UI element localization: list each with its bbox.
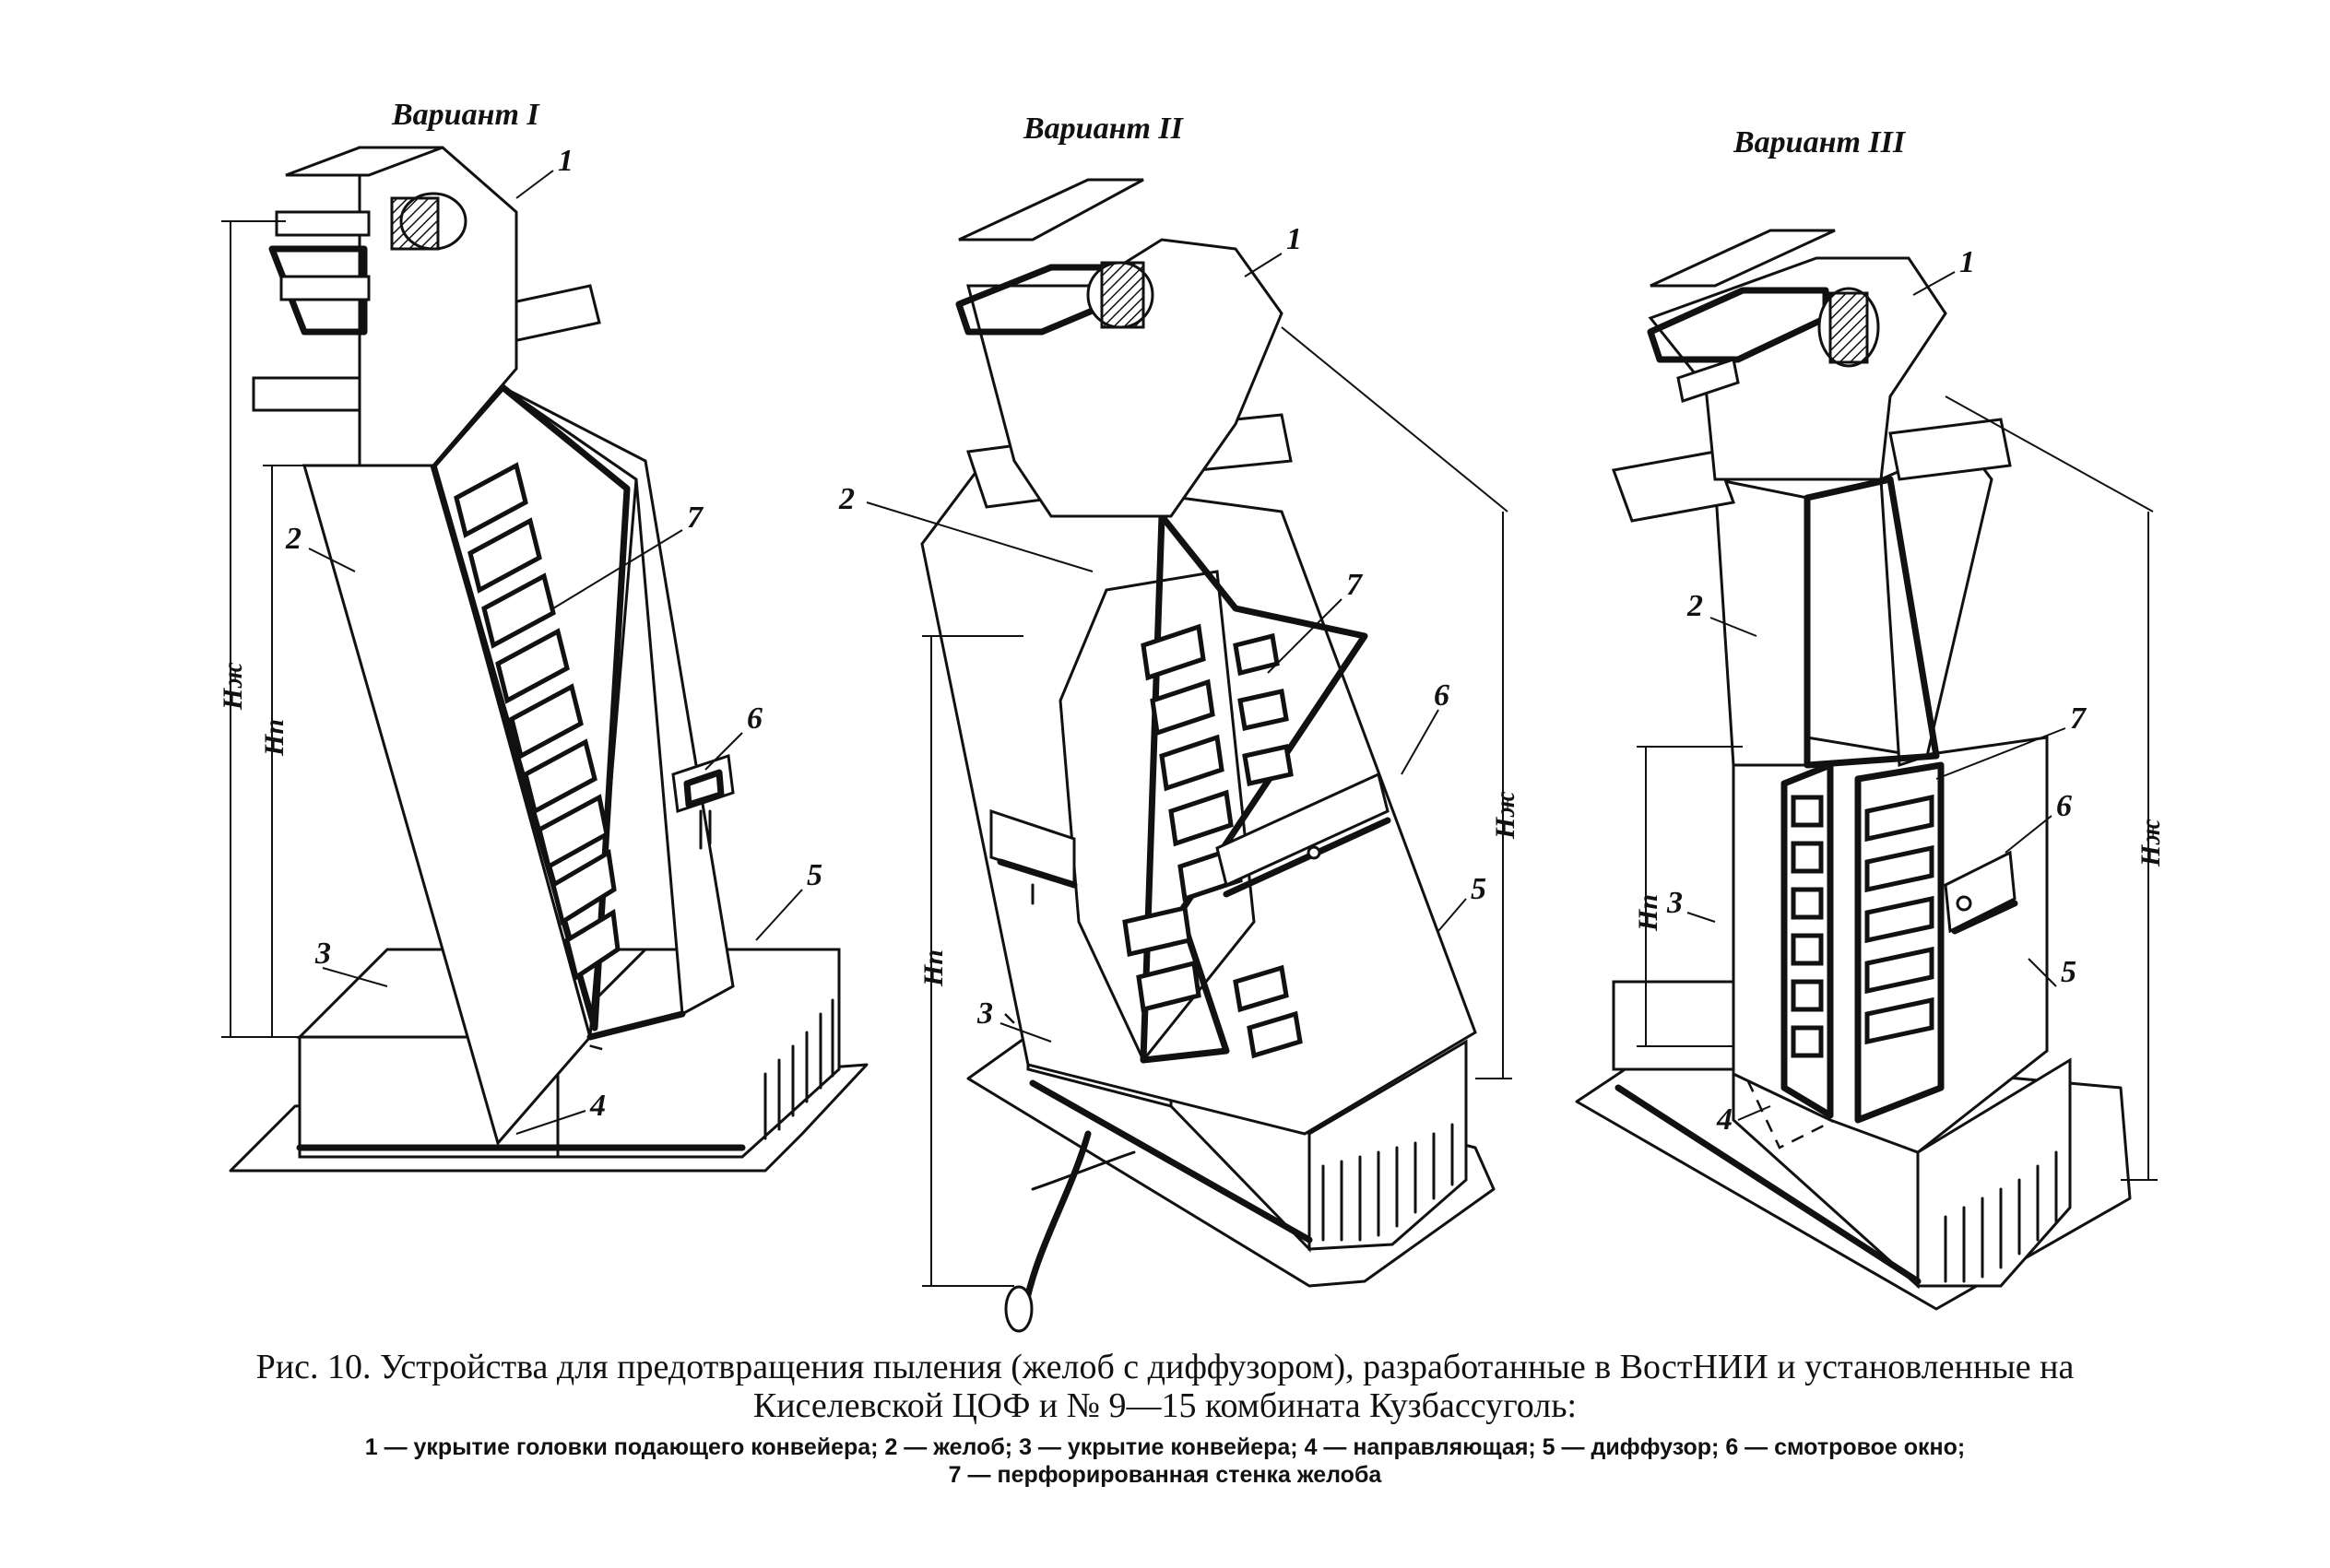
v3-head-top: [1650, 229, 1836, 288]
v1-head-shelf-left: [252, 376, 361, 412]
v1-diffuser-bottom: [586, 1010, 686, 1041]
v1-head-top: [285, 146, 444, 177]
v1-grille: [763, 998, 834, 1140]
v3-conveyor-cover-side: [1916, 1057, 2072, 1288]
v1-label-4: 4: [589, 1089, 606, 1123]
v2-belt-edge: [1029, 1079, 1313, 1244]
v3-dimension-lines: [1637, 395, 2158, 1181]
variant-3-drawing: Вариант III: [1575, 125, 2166, 1311]
v1-label-7: 7: [687, 501, 704, 535]
variant-2-title: Вариант II: [1023, 112, 1185, 146]
v3-perforated-wall-left: [1780, 761, 1834, 1119]
v2-dimension-lines: [922, 326, 1512, 1287]
v3-head-shelf-right: [1888, 418, 2012, 481]
variant-1-title: Вариант I: [391, 98, 540, 132]
v2-label-2: 2: [838, 482, 855, 516]
v2-hose-nozzle: [1004, 1285, 1034, 1333]
v3-chute-upper-side: [1879, 441, 1993, 768]
v2-drum-icon: [1086, 261, 1154, 329]
v1-perforation-slots: [454, 462, 621, 982]
v2-hose: [1020, 1130, 1092, 1322]
v1-dim-height-chute: Нж: [218, 662, 248, 711]
v2-observation-window-left: [989, 808, 1078, 905]
v1-dim-height-pit: Нп: [259, 719, 290, 757]
v1-floor-plate: [229, 1063, 869, 1173]
v3-label-5: 5: [2061, 955, 2076, 989]
v1-label-5: 5: [807, 858, 822, 892]
v3-dim-height-pit: Нп: [1633, 894, 1663, 932]
v1-label-6: 6: [747, 701, 763, 736]
v3-perforation-slots: [1791, 794, 1934, 1058]
v3-label-2: 2: [1686, 589, 1703, 623]
legend-line-1: 1 — укрытие головки подающего конвейера;…: [364, 1434, 1966, 1460]
v2-hose-branch: [1031, 1150, 1136, 1191]
v3-grille: [1944, 1150, 2058, 1283]
v1-conveyor-end: [275, 210, 371, 237]
variant-3-title: Вариант III: [1733, 125, 1907, 159]
v3-drum-icon: [1817, 287, 1880, 368]
variant-1-drawing: Вариант I: [218, 98, 869, 1173]
v2-dim-height-pit: Нп: [918, 949, 949, 987]
v2-label-5: 5: [1471, 872, 1486, 906]
figure-caption: Рис. 10. Устройства для предотвращения п…: [0, 1348, 2330, 1425]
v2-conveyor-cover-side: [1307, 1039, 1468, 1251]
v1-diffuser: [502, 385, 735, 1017]
v3-guide-dashed: [1736, 1059, 1836, 1149]
v1-drum-icon: [390, 192, 467, 251]
v3-chute-upper: [1713, 477, 1809, 767]
v2-label-6: 6: [1434, 678, 1449, 713]
v1-head-frame: [268, 245, 368, 336]
caption-line-1: Рис. 10. Устройства для предотвращения п…: [255, 1348, 2075, 1386]
variant-2-drawing: Вариант II: [838, 112, 1520, 1333]
v1-dimension-lines: [221, 220, 309, 1038]
v3-callout-leaders: [1686, 271, 2066, 1121]
v2-observation-window-right: [1215, 772, 1391, 898]
v1-label-1: 1: [558, 144, 574, 178]
figure-legend: 1 — укрытие головки подающего конвейера;…: [0, 1433, 2330, 1489]
v1-label-3: 3: [314, 937, 331, 971]
v2-label-7: 7: [1346, 568, 1364, 602]
v3-label-7: 7: [2070, 701, 2088, 736]
v3-diffuser: [1732, 736, 2049, 1154]
v3-chute-inner: [1804, 476, 1940, 769]
v1-conveyor-cover-side: [556, 948, 841, 1159]
v3-label-4: 4: [1716, 1102, 1733, 1137]
v2-perforation-slots: [1122, 623, 1303, 1059]
v3-conveyor-cover-front: [1612, 980, 1735, 1071]
legend-line-2: 7 — перфорированная стенка желоба: [948, 1462, 1382, 1488]
v2-label-3: 3: [976, 996, 993, 1031]
v3-head-shelf-left: [1611, 450, 1736, 523]
v3-conveyor-return: [1676, 358, 1740, 403]
v3-label-3: 3: [1666, 886, 1683, 920]
v2-head-top: [958, 178, 1144, 242]
v3-belt-edge: [1614, 1084, 1922, 1285]
v3-observation-window: [1944, 850, 2018, 935]
v3-label-1: 1: [1959, 245, 1975, 279]
v1-conveyor-return: [279, 275, 371, 301]
v2-grille: [1321, 1123, 1454, 1242]
v2-callout-leaders: [866, 253, 1467, 1043]
v3-dim-height-chute: Нж: [2135, 819, 2166, 867]
v1-observation-window: [671, 753, 735, 850]
caption-line-2: Киселевской ЦОФ и № 9—15 комбината Кузба…: [752, 1386, 1578, 1425]
v1-callout-leaders: [308, 170, 803, 1135]
v2-label-1: 1: [1286, 222, 1302, 256]
v3-label-6: 6: [2056, 789, 2072, 823]
v1-label-2: 2: [285, 522, 302, 556]
v2-dim-height-chute: Нж: [1490, 791, 1520, 840]
v3-perforated-wall-right: [1854, 761, 1945, 1124]
